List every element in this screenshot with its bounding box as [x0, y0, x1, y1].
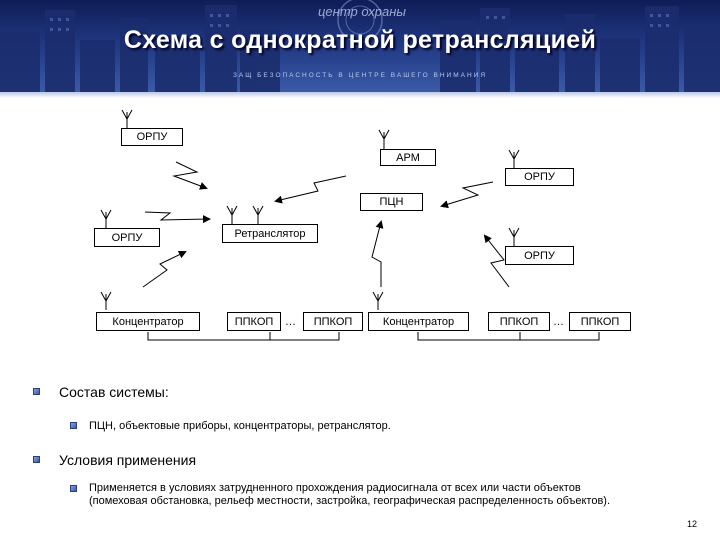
- arm-label: АРМ: [396, 151, 420, 164]
- radio-link-arrow-icon: [172, 161, 208, 190]
- antenna-icon: [121, 109, 133, 128]
- bullet-marker: [33, 388, 40, 395]
- sub-bullet-usage-line-2: (помеховая обстановка, рельеф местности,…: [89, 495, 611, 507]
- antenna-icon: [100, 209, 112, 228]
- concentrator-center-box: Концентратор: [368, 312, 469, 331]
- logo: центр охраны: [318, 4, 406, 19]
- network-diagram: ОРПУ АРМ ОРПУ ПЦН ОРПУ Ретранслятор ОРПУ…: [0, 98, 720, 378]
- ppkop-label: ППКОП: [580, 315, 620, 328]
- concentrator-label: Концентратор: [112, 315, 184, 328]
- radio-link-arrow-icon: [274, 175, 347, 204]
- antenna-icon: [100, 291, 112, 310]
- bullet-marker: [33, 456, 40, 463]
- radio-link-arrow-icon: [142, 250, 187, 288]
- bullet-system-composition: Состав системы:: [59, 384, 169, 400]
- orpu-right-box: ОРПУ: [505, 168, 574, 186]
- header-divider: [0, 92, 720, 98]
- ppkop-box-1: ППКОП: [227, 312, 281, 331]
- ppkop-label: ППКОП: [313, 315, 353, 328]
- ppkop-box-3: ППКОП: [488, 312, 550, 331]
- radio-link-arrow-icon: [144, 211, 211, 224]
- bullet-list: Состав системы: ПЦН, объектовые приборы,…: [0, 378, 720, 518]
- orpu-left-box: ОРПУ: [94, 228, 160, 247]
- antenna-icon: [372, 291, 384, 310]
- antenna-icon: [508, 149, 520, 168]
- bus-line-left: [147, 332, 340, 341]
- page-number: 12: [686, 519, 697, 529]
- diagram-connections: [100, 109, 600, 341]
- ellipsis: …: [553, 316, 564, 328]
- retranslator-label: Ретранслятор: [234, 227, 306, 240]
- ptsn-box: ПЦН: [360, 193, 423, 211]
- retranslator-box: Ретранслятор: [222, 224, 318, 243]
- orpu-label: ОРПУ: [136, 131, 168, 143]
- antenna-icon: [226, 205, 238, 224]
- antenna-icon: [508, 227, 520, 246]
- city-skyline-decoration: [0, 0, 720, 92]
- bullet-marker: [70, 422, 77, 429]
- antenna-icon: [378, 129, 390, 149]
- bullet-usage-conditions: Условия применения: [59, 452, 197, 468]
- ptsn-label: ПЦН: [379, 196, 404, 208]
- radio-link-arrow-icon: [483, 234, 510, 288]
- ppkop-box-4: ППКОП: [569, 312, 631, 331]
- orpu-right-lower-box: ОРПУ: [505, 246, 574, 265]
- bullet-marker: [70, 485, 77, 492]
- concentrator-left-box: Концентратор: [96, 312, 200, 331]
- orpu-label: ОРПУ: [111, 231, 143, 244]
- radio-link-arrow-icon: [440, 181, 494, 209]
- radio-link-arrow-icon: [371, 220, 384, 287]
- slide-title: Схема с однократной ретрансляцией: [123, 26, 597, 54]
- header-banner: центр охраны Схема с однократной ретранс…: [0, 0, 720, 92]
- ppkop-label: ППКОП: [234, 315, 274, 328]
- orpu-label: ОРПУ: [524, 249, 555, 262]
- bus-line-right: [417, 332, 600, 341]
- ppkop-label: ППКОП: [499, 315, 539, 328]
- arm-box: АРМ: [380, 149, 436, 166]
- ppkop-box-2: ППКОП: [303, 312, 363, 331]
- ellipsis: …: [285, 316, 296, 328]
- orpu-top-box: ОРПУ: [121, 128, 183, 146]
- sub-bullet-composition: ПЦН, объектовые приборы, концентраторы, …: [89, 420, 391, 432]
- sub-bullet-usage-line-1: Применяется в условиях затрудненного про…: [89, 482, 581, 494]
- antenna-icon: [252, 205, 264, 224]
- orpu-label: ОРПУ: [524, 171, 555, 183]
- slogan: ЗАЩ БЕЗОПАСНОСТЬ В ЦЕНТРЕ ВАШЕГО ВНИМАНИ…: [232, 72, 488, 79]
- concentrator-label: Концентратор: [382, 315, 455, 328]
